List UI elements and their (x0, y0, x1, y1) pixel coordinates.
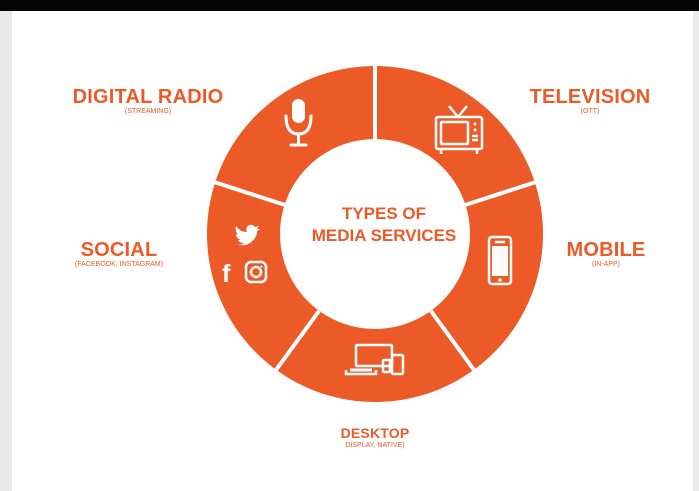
right-edge (693, 11, 699, 491)
center-title-line2: MEDIA SERVICES (311, 226, 457, 245)
label-television-title: TELEVISION (529, 86, 651, 108)
label-mobile-title: MOBILE (566, 239, 646, 261)
label-desktop: DESKTOP DISPLAY, NATIVE) (325, 425, 425, 450)
facebook-icon: f (222, 260, 231, 288)
twitter-icon (235, 224, 260, 246)
label-television: TELEVISION (OTT) (518, 87, 662, 116)
left-edge (0, 11, 12, 491)
center-title: TYPES OF MEDIA SERVICES (286, 203, 482, 247)
top-bar (0, 0, 699, 11)
center-circle (282, 141, 468, 327)
center-title-line1: TYPES OF (341, 204, 427, 223)
label-social: SOCIAL (FACEBOOK, INSTAGRAM) (52, 240, 186, 269)
label-television-subtitle: (OTT) (580, 108, 600, 115)
label-mobile-subtitle: (IN-APP) (592, 261, 620, 268)
devices-icon (344, 343, 405, 376)
social-icons: f (222, 224, 268, 288)
label-desktop-title: DESKTOP (340, 425, 410, 441)
microphone-icon (284, 99, 313, 147)
segment-dividers (213, 65, 537, 372)
label-digital-radio-title: DIGITAL RADIO (72, 86, 224, 108)
label-social-subtitle: (FACEBOOK, INSTAGRAM) (74, 261, 164, 268)
tv-icon (434, 105, 484, 154)
smartphone-icon (487, 235, 513, 286)
label-desktop-subtitle: DISPLAY, NATIVE) (345, 442, 405, 449)
instagram-icon (244, 260, 268, 284)
label-social-title: SOCIAL (80, 239, 158, 261)
label-digital-radio: DIGITAL RADIO (STREAMING) (66, 87, 230, 116)
label-mobile: MOBILE (IN-APP) (560, 240, 652, 269)
label-digital-radio-subtitle: (STREAMING) (124, 108, 172, 115)
